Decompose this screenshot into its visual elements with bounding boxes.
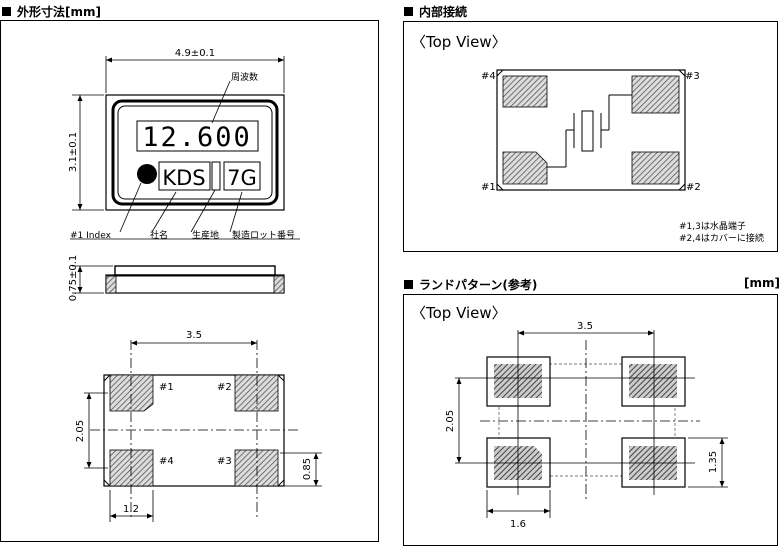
- land-pad-height-label: 1.35: [708, 451, 719, 473]
- frequency-leader: [211, 80, 231, 124]
- internal-header: 内部接続: [404, 3, 467, 20]
- index-dot: [137, 164, 157, 184]
- internal-header-text: 内部接続: [419, 5, 468, 19]
- thickness-dimension: [72, 265, 113, 294]
- package-side-view: [105, 265, 285, 294]
- label-company: 社名: [150, 229, 168, 241]
- land-pattern: [455, 330, 700, 500]
- square-bullet-icon: [404, 280, 413, 289]
- bottom-pin-4: #4: [159, 456, 174, 467]
- width-label: 4.9±0.1: [175, 48, 215, 59]
- marking-lot: 7G: [227, 166, 257, 190]
- bottom-pin-2: #2: [217, 382, 232, 393]
- outline-header-text: 外形寸法[mm]: [17, 5, 101, 19]
- marking-maker: KDS: [162, 166, 205, 190]
- land-vertical-dimension: [456, 378, 462, 463]
- pad-pitch-dimension: [131, 340, 257, 346]
- square-bullet-icon: [404, 7, 413, 16]
- pad-height-dimension: [280, 452, 322, 487]
- internal-pin-4: #4: [481, 71, 496, 82]
- label-frequency: 周波数: [231, 71, 258, 83]
- drawing-layer: 12.600 KDS 7G 4.9±0.1 3.1±0.1 周波数 #1 Ind…: [68, 33, 764, 530]
- internal-note-2: #2,4はカバーに接続: [679, 232, 764, 244]
- label-lot: 製造ロット番号: [232, 229, 295, 241]
- land-pad-width-dimension: [486, 490, 551, 518]
- height-label: 3.1±0.1: [68, 132, 79, 172]
- pad-width-dimension: [109, 490, 154, 522]
- land-pad-height-dimension: [688, 437, 728, 488]
- pad-width-label: 1.2: [123, 504, 139, 515]
- land-pad-width-label: 1.6: [510, 519, 526, 530]
- marking-frequency: 12.600: [142, 122, 252, 153]
- land-pitch-dimension: [518, 330, 654, 336]
- bottom-pin-3: #3: [217, 456, 232, 467]
- land-vertical-label: 2.05: [445, 410, 456, 432]
- land-header: ランドパターン(参考): [404, 276, 537, 293]
- internal-note-1: #1,3は水晶端子: [679, 220, 746, 232]
- package-bottom-view: [90, 340, 298, 518]
- package-top-view: 12.600 KDS 7G: [105, 94, 285, 211]
- internal-view-label: 〈Top View〉: [411, 33, 507, 51]
- marking-leaders: [70, 182, 300, 240]
- label-index: #1 Index: [70, 231, 112, 241]
- pad-height-label: 0.85: [302, 458, 313, 480]
- width-dimension: [105, 56, 285, 93]
- square-bullet-icon: [2, 7, 11, 16]
- pad-vertical-dimension: [84, 392, 108, 469]
- outline-header: 外形寸法[mm]: [2, 3, 101, 20]
- land-panel: [403, 294, 778, 546]
- crystal-symbol: [547, 94, 632, 168]
- land-pitch-label: 3.5: [577, 321, 593, 332]
- bottom-pin-1: #1: [159, 382, 174, 393]
- land-header-text: ランドパターン(参考): [419, 278, 538, 292]
- internal-pin-3: #3: [685, 71, 700, 82]
- land-view-label: 〈Top View〉: [411, 304, 507, 322]
- internal-pin-1: #1: [481, 182, 496, 193]
- internal-pin-2: #2: [686, 182, 701, 193]
- internal-package: [496, 69, 686, 191]
- pad-vertical-label: 2.05: [75, 420, 86, 442]
- label-origin: 生産地: [192, 229, 219, 241]
- land-unit: [mm]: [744, 276, 780, 290]
- height-dimension: [72, 94, 104, 211]
- pad-pitch-label: 3.5: [186, 330, 202, 341]
- thickness-label: 0.75±0.1: [68, 255, 79, 302]
